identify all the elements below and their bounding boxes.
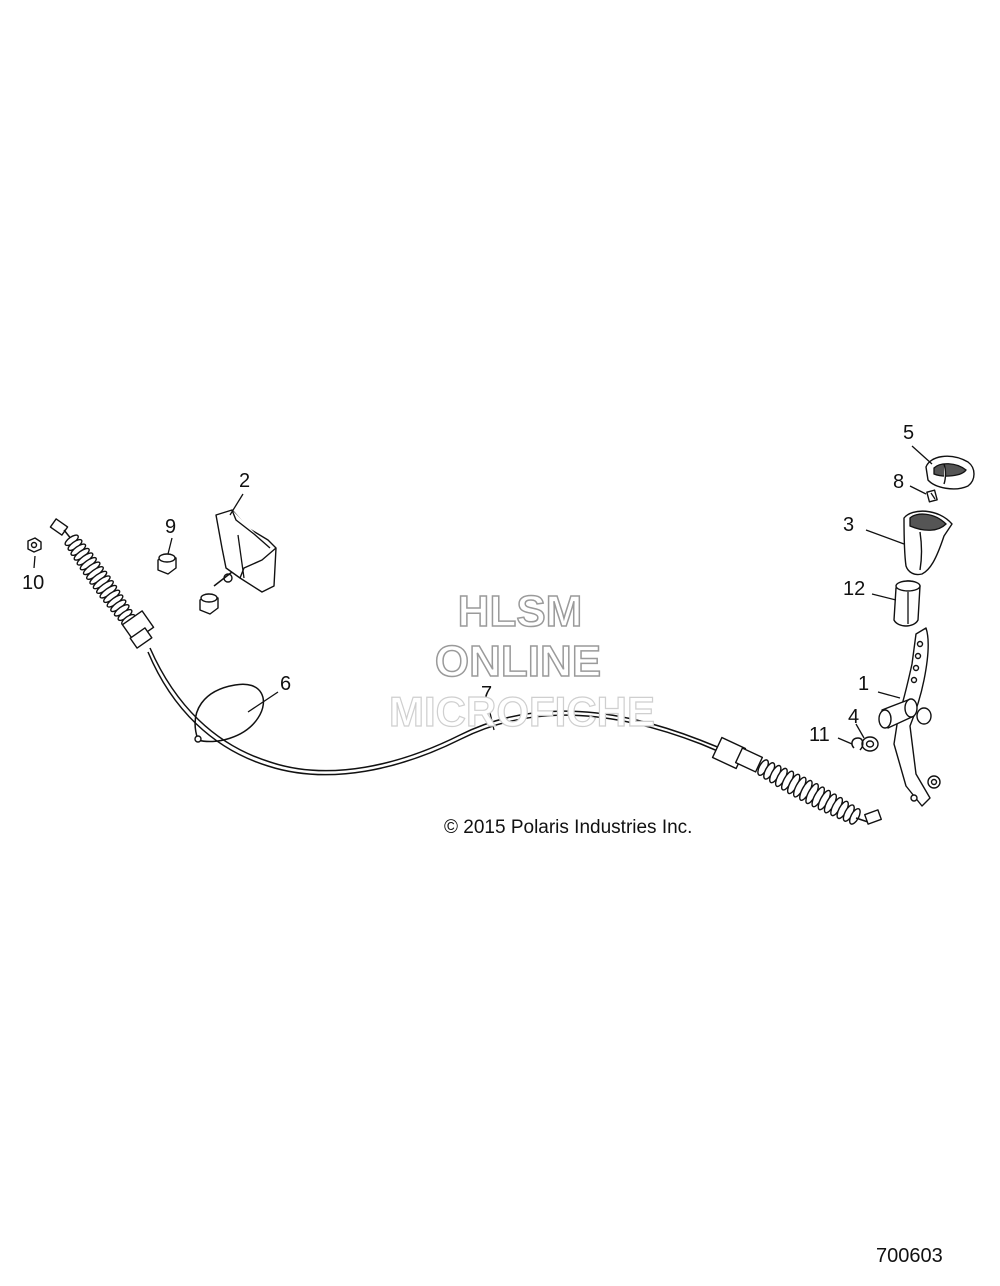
- callout-8: 8: [893, 471, 904, 493]
- callout-7: 7: [481, 683, 492, 705]
- copyright-notice: © 2015 Polaris Industries Inc.: [444, 817, 692, 838]
- part-2-bracket[interactable]: [213, 509, 277, 593]
- part-3-shift-knob[interactable]: [903, 510, 953, 576]
- watermark-line2: ONLINE: [435, 637, 601, 686]
- callout-2: 2: [239, 470, 250, 492]
- part-4-washer[interactable]: [861, 736, 879, 752]
- part-12-sleeve[interactable]: [893, 580, 921, 627]
- callout-1: 1: [858, 673, 869, 695]
- part-7-cable-right-end[interactable]: [711, 736, 882, 826]
- part-10-nut[interactable]: [27, 537, 42, 553]
- callout-12: 12: [843, 578, 865, 600]
- part-6-cable-left-end[interactable]: [49, 518, 155, 649]
- callout-9: 9: [165, 516, 176, 538]
- part-9-bolt-upper[interactable]: [157, 553, 177, 575]
- part-1-shift-lever[interactable]: [878, 627, 932, 807]
- part-11-clip[interactable]: [851, 737, 864, 751]
- callout-3: 3: [843, 514, 854, 536]
- callout-4: 4: [848, 706, 859, 728]
- callout-5: 5: [903, 422, 914, 444]
- callout-10: 10: [22, 572, 44, 594]
- callout-6: 6: [280, 673, 291, 695]
- callout-11: 11: [809, 724, 830, 746]
- diagram-id: 700603: [876, 1245, 943, 1267]
- part-5-knob-cap[interactable]: [925, 455, 975, 490]
- watermark-line1: HLSM: [458, 587, 583, 636]
- part-6-tie-strap[interactable]: [194, 683, 265, 743]
- nut-lower-right[interactable]: [927, 775, 941, 789]
- watermark-line3: MICROFICHE: [389, 688, 655, 735]
- part-7-cable-sheath[interactable]: [149, 647, 721, 772]
- part-9-bolt-lower[interactable]: [199, 593, 219, 615]
- part-8-screw[interactable]: [926, 489, 938, 503]
